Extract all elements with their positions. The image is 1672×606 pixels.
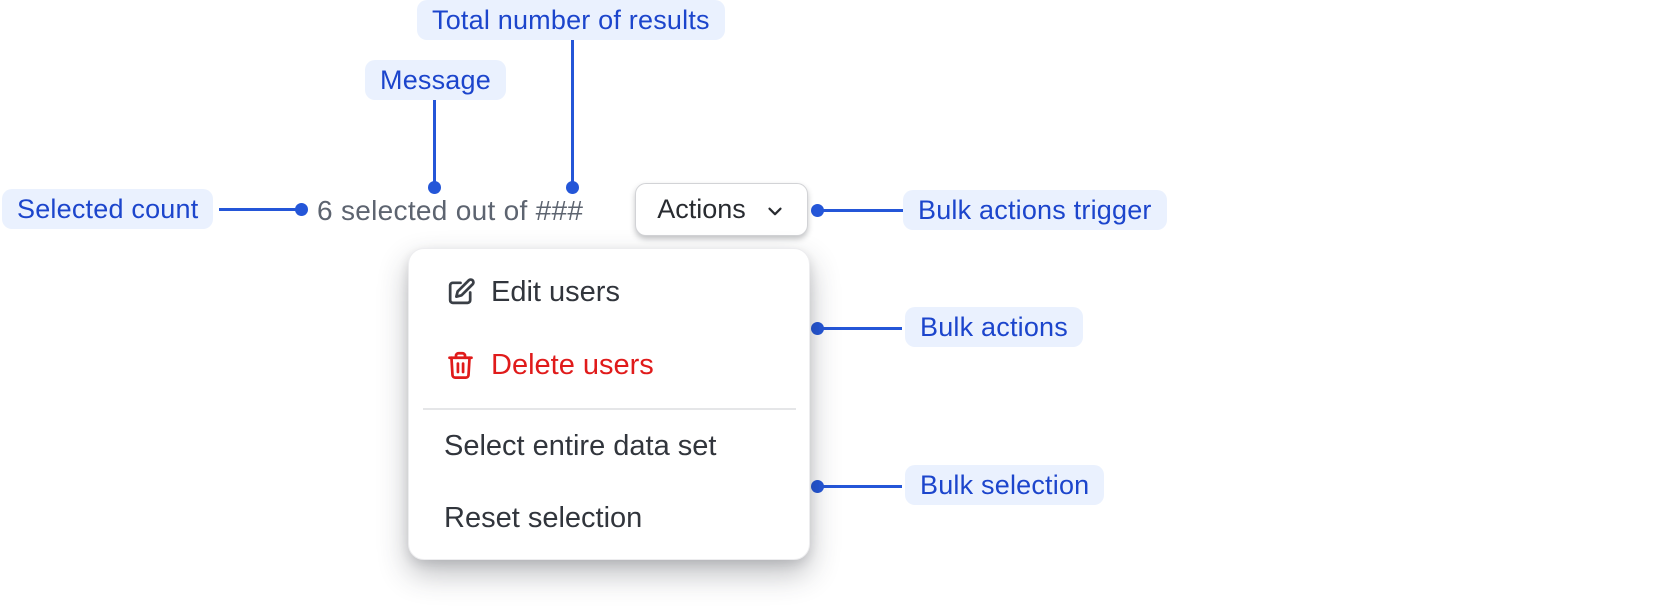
chevron-down-icon [768, 207, 782, 216]
annotation-message: Message [365, 60, 506, 100]
trash-icon [448, 351, 473, 379]
bulk-actions-menu: Edit users Delete users Select entire da… [408, 248, 810, 560]
annotation-selected-count: Selected count [2, 189, 214, 229]
menu-item-label: Delete users [491, 348, 654, 381]
connector-line-message [433, 99, 436, 183]
annotation-total-number-of-results: Total number of results [417, 0, 725, 40]
menu-item-label: Reset selection [444, 501, 643, 534]
connector-dot-message [428, 181, 441, 194]
menu-item-edit-users[interactable]: Edit users [409, 263, 809, 321]
annotation-bulk-selection: Bulk selection [905, 465, 1105, 505]
menu-item-delete-users[interactable]: Delete users [409, 336, 809, 394]
menu-item-label: Edit users [491, 275, 620, 308]
annotation-bulk-actions: Bulk actions [905, 307, 1083, 347]
connector-line-bulk-selection [822, 485, 902, 488]
connector-line-total-results [571, 39, 574, 183]
edit-icon [448, 277, 475, 304]
menu-item-label: Select entire data set [444, 429, 717, 462]
connector-dot-bulk-actions [811, 322, 824, 335]
menu-item-reset-selection[interactable]: Reset selection [409, 489, 809, 547]
selection-message: 6 selected out of ### [317, 195, 584, 226]
menu-divider [423, 408, 796, 410]
annotation-bulk-actions-trigger: Bulk actions trigger [903, 190, 1167, 230]
menu-item-select-entire-data-set[interactable]: Select entire data set [409, 417, 809, 475]
connector-dot-selected-count [295, 203, 308, 216]
connector-line-bulk-actions-trigger [822, 209, 903, 212]
connector-line-bulk-actions [822, 327, 902, 330]
connector-dot-bulk-selection [811, 480, 824, 493]
connector-line-selected-count [219, 208, 299, 211]
connector-dot-bulk-actions-trigger [811, 204, 824, 217]
actions-button-label: Actions [657, 194, 746, 224]
bulk-actions-trigger-button[interactable]: Actions [635, 183, 808, 236]
connector-dot-total-results [566, 181, 579, 194]
